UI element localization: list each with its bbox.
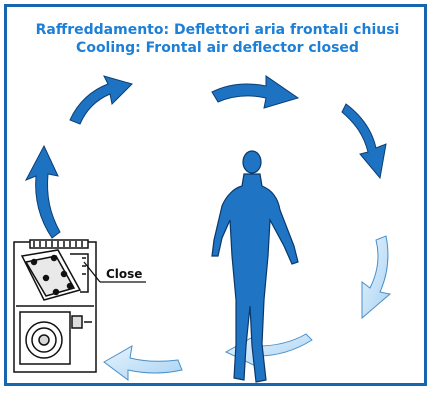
airflow-arrow-right-upper bbox=[341, 103, 387, 180]
close-callout: Close bbox=[83, 261, 146, 283]
close-label: Close bbox=[106, 267, 142, 281]
airflow-arrow-top bbox=[211, 75, 300, 109]
person-figure bbox=[211, 150, 299, 383]
title-italian: Raffreddamento: Deflettori aria frontali… bbox=[35, 22, 400, 38]
airflow-arrow-bottom-left bbox=[103, 345, 183, 381]
airflow-arrow-left-lower bbox=[24, 144, 61, 239]
airflow-arrow-right-lower bbox=[361, 235, 392, 320]
title-english: Cooling: Frontal air deflector closed bbox=[76, 40, 359, 56]
airflow-arrow-left-upper bbox=[69, 75, 133, 125]
fan-coil-unit bbox=[13, 239, 97, 373]
